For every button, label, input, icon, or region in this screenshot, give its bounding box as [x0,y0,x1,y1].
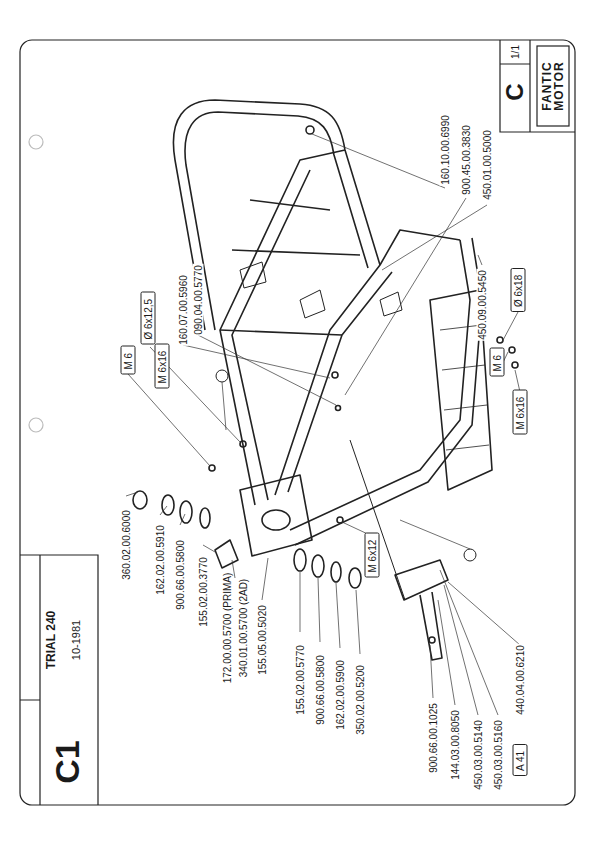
bearing [331,562,341,582]
stand-rod [350,440,405,600]
nut [497,337,503,343]
nut [306,126,314,134]
size-tag-box: M 6 [121,346,136,375]
size-tag: Ø 6x18 [513,273,524,307]
header-text: 1/1 [510,44,521,60]
frame-tube [288,272,392,492]
reference-circle [464,549,476,561]
header-text: C [502,82,528,101]
steering-head [240,475,312,556]
bolt [240,441,246,447]
bolt [512,362,518,368]
size-tag-box: Ø 6x18 [511,268,526,312]
part-number: 155.05.00.5020 [257,604,268,676]
header-text: 10-1981 [70,619,82,661]
bearing [294,549,306,571]
down-tube [295,238,482,545]
size-tag-box: A 41 [513,744,528,776]
part-number: 144.03.00.8050 [450,709,461,781]
part-number: 900.66.00.1025 [428,702,439,774]
part-number: 160.10.00.6990 [440,114,451,186]
skid-ribs [440,325,489,450]
size-tag-box: M 6x12 [365,533,380,578]
top-tube [232,170,310,500]
bearing [180,501,192,523]
size-tag: Ø 6x12,5 [143,297,154,340]
reference-circle [216,370,228,382]
part-number: 340.01.00.5700 (2AD) [238,578,249,678]
size-tag-box: Ø 6x12,5 [141,292,156,345]
model-title: TRIAL 240 [45,610,58,670]
bolt [332,372,338,378]
size-tag-box: M 6x16 [513,390,528,435]
nut [349,568,361,588]
leader-lines [126,134,520,715]
bolt [429,637,435,643]
rear-loop [173,100,380,330]
part-number: 450.01.00.5000 [482,129,493,201]
size-tag: M 6x12 [367,538,378,573]
top-tube [220,150,345,505]
size-tag: A 41 [515,749,526,771]
part-number: 162.02.00.5900 [335,659,346,731]
part-number: 155.02.00.5770 [295,644,306,716]
bracket [240,262,402,318]
part-number: 090.04.00.5770 [193,264,204,336]
part-number: 350.02.00.5200 [355,664,366,736]
cross-member [220,200,360,335]
logo-box [537,46,569,126]
part-number: 172.00.00.5700 (PRIMA) [222,572,233,685]
part-number: 155.02.00.3770 [198,556,209,628]
part-number: 900.45.00.3830 [461,124,472,196]
nut [133,491,147,509]
steering-bore [262,510,290,530]
header-text: FANTIC MOTOR [541,54,565,118]
rear-loop [185,112,368,330]
size-tag-box: M 6 [490,348,505,377]
part-number: 450.03.00.5160 [493,719,504,791]
part-number: 440.04.00.6210 [515,644,526,716]
size-tag: M 6x16 [157,349,168,384]
size-tag: M 6 [492,353,503,372]
part-number: 162.02.00.5910 [155,524,166,596]
size-tag-box: M 6x16 [155,344,170,389]
part-number: 160.07.00.5960 [178,274,189,346]
part-number: 450.09.00.5450 [477,269,488,341]
header-cells [500,40,575,132]
steering-lock [215,540,238,568]
down-tube [290,240,470,530]
nut [509,347,515,353]
header-cells [20,555,98,805]
part-number: 360.02.00.6000 [121,509,132,581]
part-number: 450.03.00.5140 [473,719,484,791]
bolt [336,406,341,411]
bearing [162,495,174,515]
header-text: C1 [49,739,86,784]
punch-hole [29,418,43,432]
page-border [20,40,575,805]
size-tag: M 6x16 [515,395,526,430]
punch-hole [29,135,43,149]
bearing [312,555,324,577]
part-number: 900.66.00.5800 [315,654,326,726]
part-number: 900.66.00.5800 [175,539,186,611]
size-tag: M 6 [123,351,134,370]
bearing [200,508,210,528]
